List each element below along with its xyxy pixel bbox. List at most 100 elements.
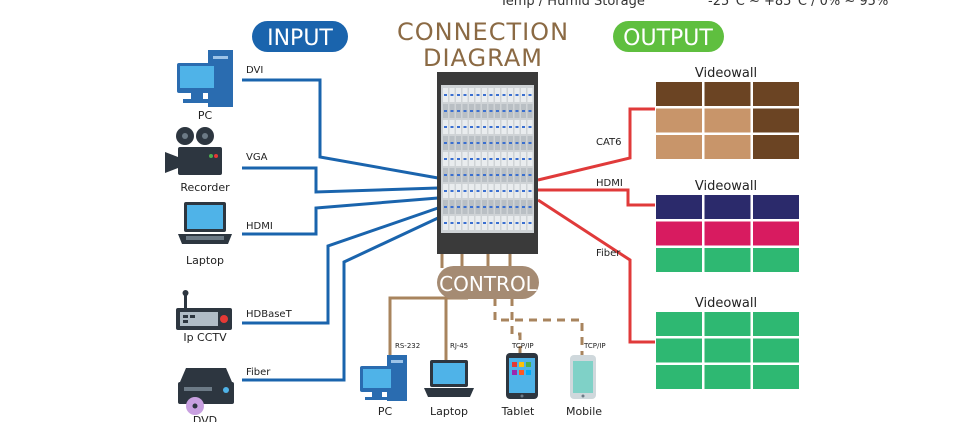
chassis-port-indicator bbox=[476, 158, 480, 160]
chassis-port-indicator bbox=[515, 206, 519, 208]
chassis-port-indicator bbox=[522, 94, 525, 96]
chassis-port-indicator bbox=[463, 110, 467, 112]
chassis-port-indicator bbox=[483, 174, 486, 176]
chassis-port-indicator bbox=[463, 190, 467, 192]
chassis-port-indicator bbox=[450, 174, 454, 176]
chassis-port-indicator bbox=[489, 158, 493, 160]
chassis-port-indicator bbox=[463, 222, 467, 224]
output-title-pill bbox=[613, 21, 724, 52]
desktop-pc-icon bbox=[177, 50, 233, 107]
input-line-hdmi bbox=[242, 196, 439, 236]
chassis-port-indicator bbox=[476, 110, 480, 112]
chassis-port-indicator bbox=[470, 190, 473, 192]
input-line-hdbaset bbox=[242, 206, 439, 325]
videowall-panel bbox=[753, 108, 799, 133]
chassis-port-indicator bbox=[476, 94, 480, 96]
chassis-port-indicator bbox=[457, 126, 460, 128]
videowall-panel bbox=[753, 312, 799, 336]
videowall-panel bbox=[753, 82, 799, 106]
chassis-port-indicator bbox=[450, 126, 454, 128]
input-signal-label-hdbaset: HDBaseT bbox=[246, 309, 293, 320]
control-line-rj45 bbox=[444, 296, 468, 360]
chassis-port-indicator bbox=[470, 126, 473, 128]
control-wireless-lines bbox=[493, 298, 584, 355]
output-signal-label-fiber: Fiber bbox=[596, 248, 621, 259]
control-pill bbox=[437, 266, 539, 299]
chassis-port-indicator bbox=[528, 222, 532, 224]
chassis-port-indicator bbox=[496, 174, 499, 176]
chassis-port-indicator bbox=[444, 142, 447, 144]
videowall-panel bbox=[656, 82, 702, 106]
storage-spec-value: -25°C ~ +85°C / 0% ~ 95% bbox=[708, 0, 888, 9]
chassis-port-indicator bbox=[496, 190, 499, 192]
videowall-panel bbox=[753, 135, 799, 159]
chassis-port-indicator bbox=[528, 126, 532, 128]
chassis-port-indicator bbox=[457, 142, 460, 144]
videowall-panel bbox=[704, 338, 751, 363]
chassis-port-indicator bbox=[450, 110, 454, 112]
chassis-port-indicator bbox=[502, 110, 506, 112]
videowall-panel bbox=[656, 135, 702, 159]
videowall-panel bbox=[704, 195, 751, 219]
chassis-port-indicator bbox=[502, 206, 506, 208]
chassis-port-indicator bbox=[528, 110, 532, 112]
chassis-port-indicator bbox=[483, 158, 486, 160]
output-line-fiber bbox=[537, 198, 655, 344]
input-line-fiber bbox=[242, 216, 439, 382]
chassis-port-indicator bbox=[528, 94, 532, 96]
chassis-port-indicator bbox=[522, 222, 525, 224]
chassis-port-indicator bbox=[470, 206, 473, 208]
input-signal-label-fiber: Fiber bbox=[246, 367, 271, 378]
videowall-panel bbox=[753, 365, 799, 389]
chassis-port-indicator bbox=[444, 126, 447, 128]
videowall-panel bbox=[704, 365, 751, 389]
video-camera-icon bbox=[165, 127, 222, 175]
control-device-label-tablet: Tablet bbox=[501, 405, 535, 418]
chassis-port-indicator bbox=[483, 190, 486, 192]
videowall-panel bbox=[656, 195, 702, 219]
desktop-pc-icon bbox=[360, 355, 407, 401]
chassis-port-indicator bbox=[515, 190, 519, 192]
output-connector-lines bbox=[537, 107, 655, 344]
chassis-port-indicator bbox=[450, 190, 454, 192]
laptop-icon bbox=[424, 360, 474, 397]
input-line-dvi bbox=[242, 78, 439, 180]
chassis-port-indicator bbox=[483, 94, 486, 96]
chassis-port-indicator bbox=[515, 174, 519, 176]
videowall-panel bbox=[704, 221, 751, 246]
chassis-port-indicator bbox=[489, 126, 493, 128]
videowall-panel bbox=[753, 221, 799, 246]
videowall-panel bbox=[704, 108, 751, 133]
chassis-port-indicator bbox=[515, 222, 519, 224]
ip-cctv-icon bbox=[176, 290, 232, 330]
chassis-port-indicator bbox=[528, 174, 532, 176]
input-title: INPUT bbox=[267, 26, 333, 51]
chassis-port-indicator bbox=[509, 222, 512, 224]
chassis-port-indicator bbox=[444, 222, 447, 224]
chassis-port-indicator bbox=[450, 94, 454, 96]
storage-spec-label: Temp / Humid Storage bbox=[499, 0, 645, 9]
videowall-panel bbox=[704, 312, 751, 336]
input-device-label-ipcctv: Ip CCTV bbox=[183, 331, 227, 344]
chassis-port-indicator bbox=[470, 222, 473, 224]
chassis-port-indicator bbox=[489, 222, 493, 224]
videowall-title-3: Videowall bbox=[695, 296, 757, 311]
control-device-label-mobile: Mobile bbox=[566, 405, 602, 418]
chassis-port-indicator bbox=[450, 142, 454, 144]
videowall-panel bbox=[704, 82, 751, 106]
chassis-port-indicator bbox=[522, 110, 525, 112]
chassis-port-indicator bbox=[489, 94, 493, 96]
chassis-port-indicator bbox=[528, 206, 532, 208]
chassis-port-indicator bbox=[463, 206, 467, 208]
chassis-port-indicator bbox=[528, 142, 532, 144]
input-connector-lines bbox=[242, 78, 439, 382]
chassis-port-indicator bbox=[502, 174, 506, 176]
chassis-port-indicator bbox=[470, 174, 473, 176]
chassis-port-indicator bbox=[509, 174, 512, 176]
videowall-panel bbox=[656, 248, 702, 272]
mobile-phone-icon bbox=[570, 355, 596, 399]
control-device-label-laptop: Laptop bbox=[430, 405, 468, 418]
chassis-port-indicator bbox=[483, 142, 486, 144]
chassis-port-indicator bbox=[515, 110, 519, 112]
